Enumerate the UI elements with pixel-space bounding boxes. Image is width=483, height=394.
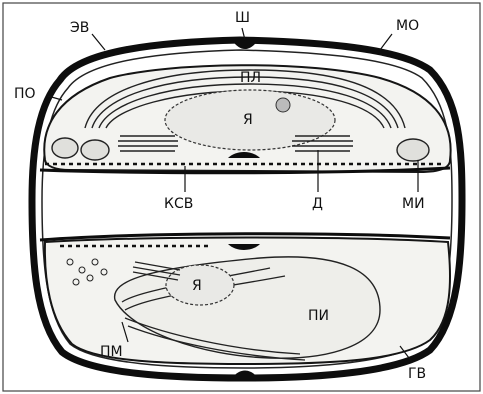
label-pm: ПМ — [100, 344, 123, 360]
label-gv: ГВ — [408, 366, 426, 382]
label-pi: ПИ — [308, 308, 329, 324]
label-ev: ЭВ — [70, 20, 89, 36]
label-ya-top: Я — [243, 112, 253, 128]
label-shch: Ш — [235, 10, 250, 26]
label-mo: МО — [396, 18, 419, 34]
label-mi: МИ — [402, 196, 425, 212]
label-ksv: КСВ — [164, 196, 193, 212]
label-pl: ПЛ — [240, 70, 261, 86]
nucleolus-top — [276, 98, 290, 112]
label-ya-bottom: Я — [192, 278, 202, 294]
label-d: Д — [312, 196, 323, 212]
label-po: ПО — [14, 86, 36, 102]
